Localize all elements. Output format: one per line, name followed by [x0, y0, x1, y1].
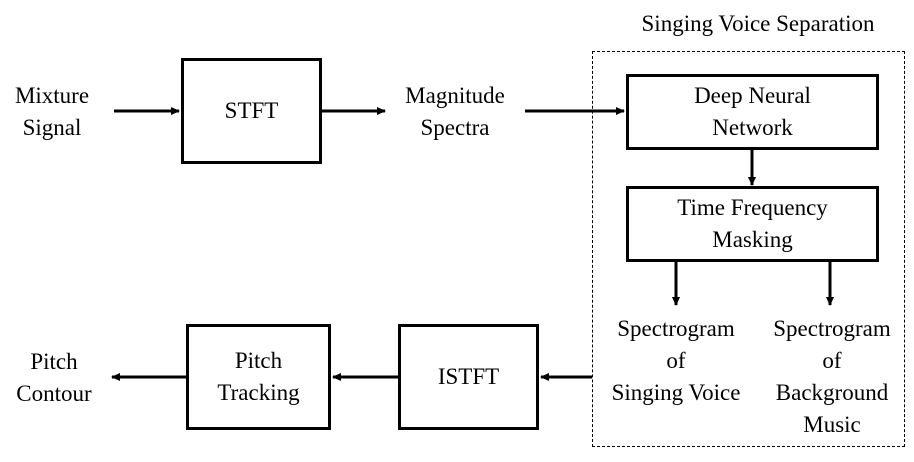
node-spectrogram-background-music: Spectrogram of Background Music [773, 316, 891, 437]
group-title: Singing Voice Separation [641, 11, 875, 36]
node-pitch-contour: Pitch Contour [16, 349, 92, 406]
node-magnitude-spectra: Magnitude Spectra [405, 83, 505, 140]
node-spectrogram-singing-voice: Spectrogram of Singing Voice [611, 316, 741, 405]
node-time-frequency-masking: Time Frequency Masking [626, 186, 879, 262]
node-pitch-tracking: Pitch Tracking [186, 324, 331, 430]
node-mixture-signal: Mixture Signal [14, 83, 90, 140]
node-deep-neural-network: Deep Neural Network [626, 74, 879, 150]
node-istft: ISTFT [398, 324, 539, 430]
singing-voice-separation-group [592, 51, 905, 447]
node-stft: STFT [181, 58, 322, 164]
